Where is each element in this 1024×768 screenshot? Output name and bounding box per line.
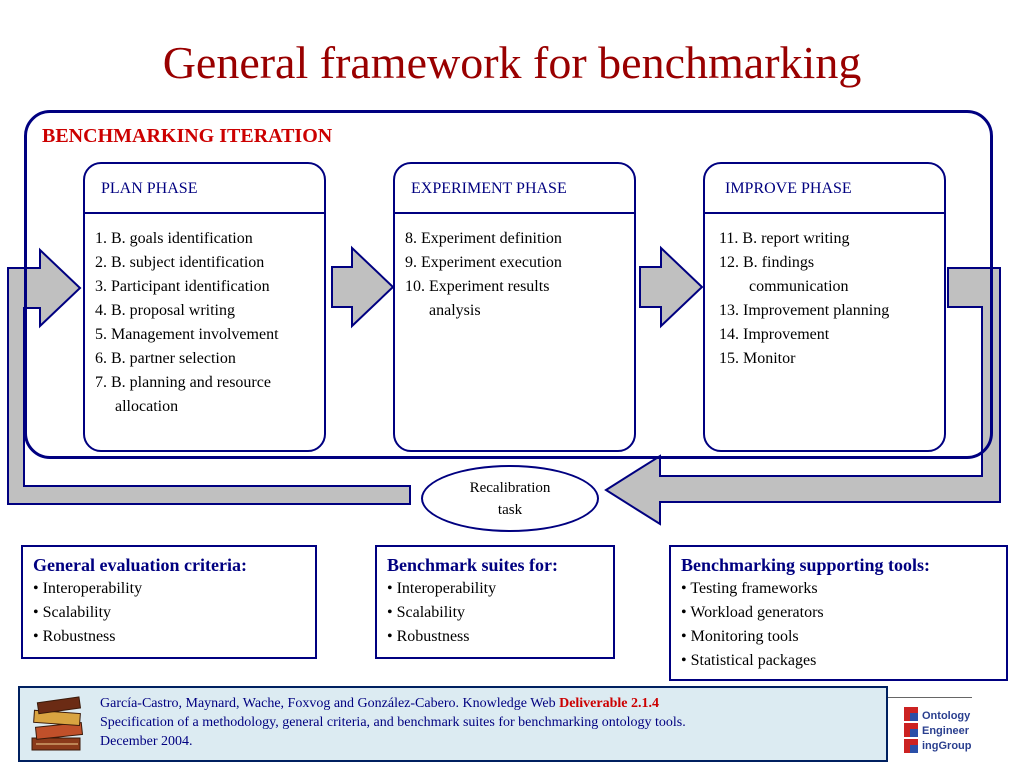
list-item: • Scalability <box>387 604 466 621</box>
improve-phase-divider <box>705 212 944 214</box>
list-item: allocation <box>115 398 179 415</box>
benchmark-suites-list: • Interoperability • Scalability • Robus… <box>387 577 603 649</box>
logo-line-2: Engineer <box>922 725 970 737</box>
citation-footer: García-Castro, Maynard, Wache, Foxvog an… <box>18 686 888 762</box>
loop-arrow-right <box>604 267 1001 526</box>
benchmark-suites-box: Benchmark suites for: • Interoperability… <box>375 545 615 659</box>
improve-phase-box: IMPROVE PHASE 11. B. report writing 12. … <box>703 162 946 452</box>
citation-date: December 2004. <box>100 734 193 749</box>
evaluation-criteria-box: General evaluation criteria: • Interoper… <box>21 545 317 659</box>
plan-phase-title: PLAN PHASE <box>101 180 198 197</box>
plan-phase-box: PLAN PHASE 1. B. goals identification 2.… <box>83 162 326 452</box>
list-item: communication <box>749 278 849 295</box>
citation-authors: García-Castro, Maynard, Wache, Foxvog an… <box>100 696 560 711</box>
books-icon <box>31 696 84 751</box>
experiment-phase-box: EXPERIMENT PHASE 8. Experiment definitio… <box>393 162 636 452</box>
recalibration-line-1: Recalibration <box>469 479 551 496</box>
supporting-tools-box: Benchmarking supporting tools: • Testing… <box>669 545 1008 681</box>
experiment-phase-divider <box>395 212 634 214</box>
recalibration-task-node: Recalibration task <box>421 465 599 532</box>
list-item: • Statistical packages <box>681 652 817 669</box>
experiment-phase-list: 8. Experiment definition 9. Experiment e… <box>405 227 562 323</box>
list-item: 6. B. partner selection <box>95 350 236 367</box>
list-item: 12. B. findings <box>719 254 815 271</box>
list-item: 15. Monitor <box>719 350 796 367</box>
list-item: 9. Experiment execution <box>405 254 562 271</box>
list-item: 5. Management involvement <box>95 326 279 343</box>
list-item: 8. Experiment definition <box>405 230 562 247</box>
plan-phase-list: 1. B. goals identification 2. B. subject… <box>95 227 279 419</box>
evaluation-criteria-title: General evaluation criteria: <box>33 555 247 575</box>
list-item: 14. Improvement <box>719 326 830 343</box>
arrow-experiment-to-improve <box>639 245 704 329</box>
recalibration-line-2: task <box>497 501 523 518</box>
list-item: 13. Improvement planning <box>719 302 890 319</box>
list-item: • Interoperability <box>387 580 497 597</box>
logo-line-3: ingGroup <box>922 740 972 752</box>
list-item: 3. Participant identification <box>95 278 270 295</box>
supporting-tools-title: Benchmarking supporting tools: <box>681 555 931 575</box>
plan-phase-divider <box>85 212 324 214</box>
list-item: • Interoperability <box>33 580 143 597</box>
list-item: 7. B. planning and resource <box>95 374 271 391</box>
experiment-phase-title: EXPERIMENT PHASE <box>411 180 567 197</box>
citation-title: Specification of a methodology, general … <box>100 715 686 730</box>
improve-phase-list: 11. B. report writing 12. B. findings co… <box>719 227 889 371</box>
list-item: • Testing frameworks <box>681 580 818 597</box>
logo-line-1: Ontology <box>922 710 971 722</box>
list-item: • Workload generators <box>681 604 824 621</box>
list-item: • Robustness <box>387 628 470 645</box>
list-item: 4. B. proposal writing <box>95 302 235 319</box>
list-item: analysis <box>429 302 481 319</box>
list-item: • Scalability <box>33 604 112 621</box>
supporting-tools-list: • Testing frameworks • Workload generato… <box>681 577 996 673</box>
slide-title: General framework for benchmarking <box>162 37 862 88</box>
list-item: 2. B. subject identification <box>95 254 265 271</box>
benchmark-suites-title: Benchmark suites for: <box>387 555 558 575</box>
list-item: • Monitoring tools <box>681 628 799 645</box>
citation-text: García-Castro, Maynard, Wache, Foxvog an… <box>100 694 880 751</box>
footer-divider <box>888 697 972 698</box>
arrow-plan-to-experiment <box>331 245 395 329</box>
list-item: 1. B. goals identification <box>95 230 253 247</box>
iteration-label: BENCHMARKING ITERATION <box>42 125 333 147</box>
improve-phase-title: IMPROVE PHASE <box>725 180 852 197</box>
ontology-engineering-group-logo: Ontology Engineer ingGroup <box>904 707 972 753</box>
evaluation-criteria-list: • Interoperability • Scalability • Robus… <box>33 577 305 649</box>
list-item: • Robustness <box>33 628 116 645</box>
iteration-frame <box>24 110 993 459</box>
deliverable-label: Deliverable 2.1.4 <box>559 696 659 711</box>
list-item: 10. Experiment results <box>405 278 550 295</box>
list-item: 11. B. report writing <box>719 230 850 247</box>
